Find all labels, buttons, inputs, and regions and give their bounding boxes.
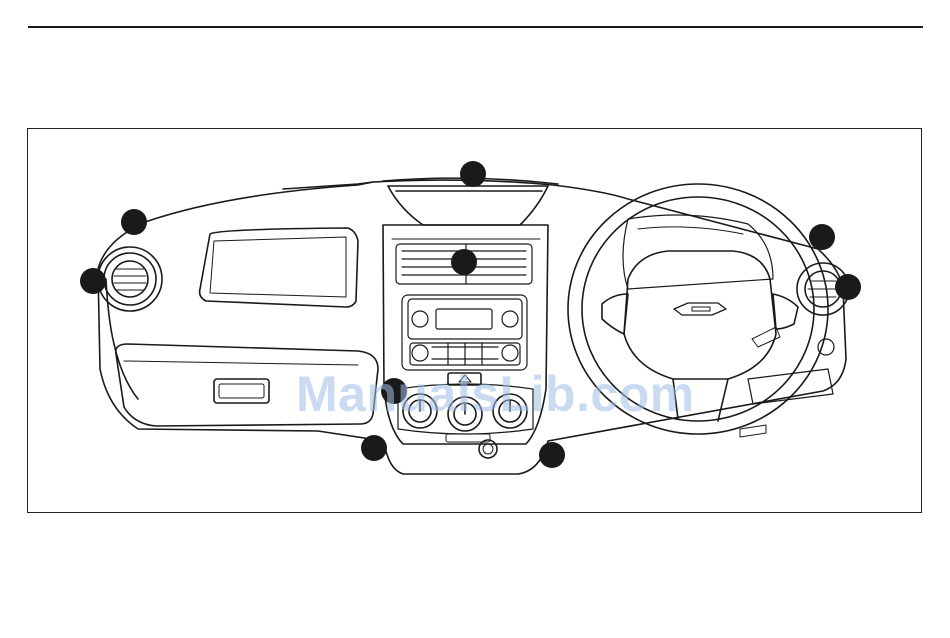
radio-unit: [402, 295, 527, 370]
headlamp-switch: [818, 339, 834, 355]
callout-4: [451, 249, 477, 275]
glovebox-handle: [214, 379, 269, 403]
callout-3: [80, 268, 106, 294]
center-display-housing: [388, 186, 548, 225]
power-socket: [479, 440, 497, 458]
dashboard-figure: ManualsLib.com: [27, 128, 922, 513]
callout-6: [361, 435, 387, 461]
watermark-text: ManualsLib.com: [296, 365, 695, 423]
header-rule: [28, 26, 923, 28]
callout-7: [539, 442, 565, 468]
instrument-cluster: [623, 215, 773, 289]
callout-8: [809, 224, 835, 250]
callout-9: [835, 274, 861, 300]
steering-wheel-emblem: [674, 303, 726, 315]
dashboard-illustration: [28, 129, 923, 514]
callout-2: [121, 209, 147, 235]
callout-1: [460, 161, 486, 187]
left-air-vent: [98, 247, 162, 311]
